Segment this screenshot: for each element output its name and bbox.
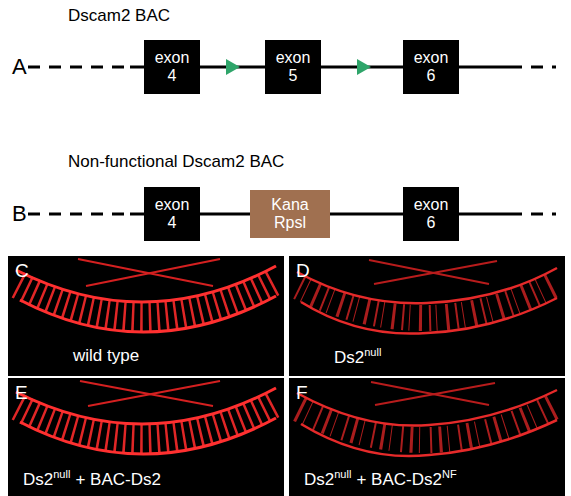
superscript: null	[364, 346, 381, 358]
arch-edge	[20, 296, 276, 332]
construct-title: Non-functional Dscam2 BAC	[68, 152, 284, 172]
panel-ground	[289, 256, 565, 376]
genotype-text: + BAC-Ds2	[75, 470, 161, 489]
arch-edge	[16, 388, 276, 424]
panel-letter: B	[12, 201, 27, 226]
box-label: exon 5	[276, 49, 311, 86]
exon-box: exon 4	[144, 187, 200, 241]
micrograph	[289, 256, 565, 376]
superscript: NF	[442, 468, 457, 480]
micrograph	[289, 378, 565, 496]
panel-letter: F	[296, 382, 308, 404]
arch-edge	[301, 298, 557, 334]
exon-box: exon 6	[403, 187, 459, 241]
superscript: null	[334, 468, 351, 480]
panel-letter: D	[296, 260, 310, 282]
image-panel: D Ds2null	[289, 256, 565, 376]
axon-tract	[374, 261, 497, 284]
dashed-line	[28, 66, 130, 69]
panel-letter: A	[12, 54, 27, 79]
arch-edge	[16, 266, 276, 302]
panel-ground	[289, 378, 565, 496]
superscript: null	[53, 468, 70, 480]
axon-tract	[88, 381, 220, 406]
panel-ground	[8, 256, 284, 376]
image-panel: F Ds2null + BAC-Ds2NF	[289, 378, 565, 496]
loxp-triangle	[357, 59, 371, 75]
arch-edge	[301, 420, 557, 456]
dna-line	[459, 213, 510, 216]
exon-box: exon 4	[144, 40, 200, 94]
dna-line	[130, 213, 145, 216]
box-label: exon 6	[414, 196, 449, 233]
arch-edge	[20, 418, 276, 454]
dna-line	[330, 213, 403, 216]
micrograph	[8, 256, 284, 376]
exon-box: exon 6	[403, 40, 459, 94]
axon-tract	[86, 259, 220, 286]
axon-tract	[78, 259, 213, 286]
panel-letter: C	[15, 260, 29, 282]
genotype-text: Ds2	[334, 348, 364, 367]
genotype-caption: Ds2null + BAC-Ds2	[20, 468, 164, 490]
panel-ground	[8, 378, 284, 496]
construct-title: Dscam2 BAC	[68, 6, 170, 26]
genotype-text: Ds2	[23, 470, 53, 489]
genotype-text: wild type	[73, 346, 139, 365]
box-label: exon 4	[155, 196, 190, 233]
genotype-caption: wild type	[70, 346, 142, 366]
genotype-caption: Ds2null + BAC-Ds2NF	[301, 468, 460, 490]
selection-cassette: Kana Rpsl	[250, 190, 330, 238]
genotype-text: + BAC-Ds2	[356, 470, 442, 489]
dashed-line	[510, 66, 556, 69]
genotype-text: Ds2	[304, 470, 334, 489]
loxp-triangle	[226, 59, 240, 75]
dna-line	[130, 66, 145, 69]
arch-edge	[297, 390, 557, 426]
dashed-line	[510, 213, 556, 216]
box-label: exon 4	[155, 49, 190, 86]
image-panel: Cwild type	[8, 256, 284, 376]
axon-tract	[369, 260, 489, 284]
exon-box: exon 5	[265, 40, 321, 94]
micrograph	[8, 378, 284, 496]
axon-tract	[375, 383, 495, 405]
panel-letter: E	[15, 382, 28, 404]
arch-edge	[297, 268, 557, 303]
dna-line	[200, 213, 250, 216]
dna-line	[459, 66, 510, 69]
dashed-line	[28, 213, 130, 216]
box-label: Kana Rpsl	[271, 196, 308, 233]
image-panel: E Ds2null + BAC-Ds2	[8, 378, 284, 496]
axon-tract	[80, 381, 213, 406]
genotype-caption: Ds2null	[331, 346, 384, 368]
box-label: exon 6	[414, 49, 449, 86]
column-stripes	[299, 283, 557, 318]
